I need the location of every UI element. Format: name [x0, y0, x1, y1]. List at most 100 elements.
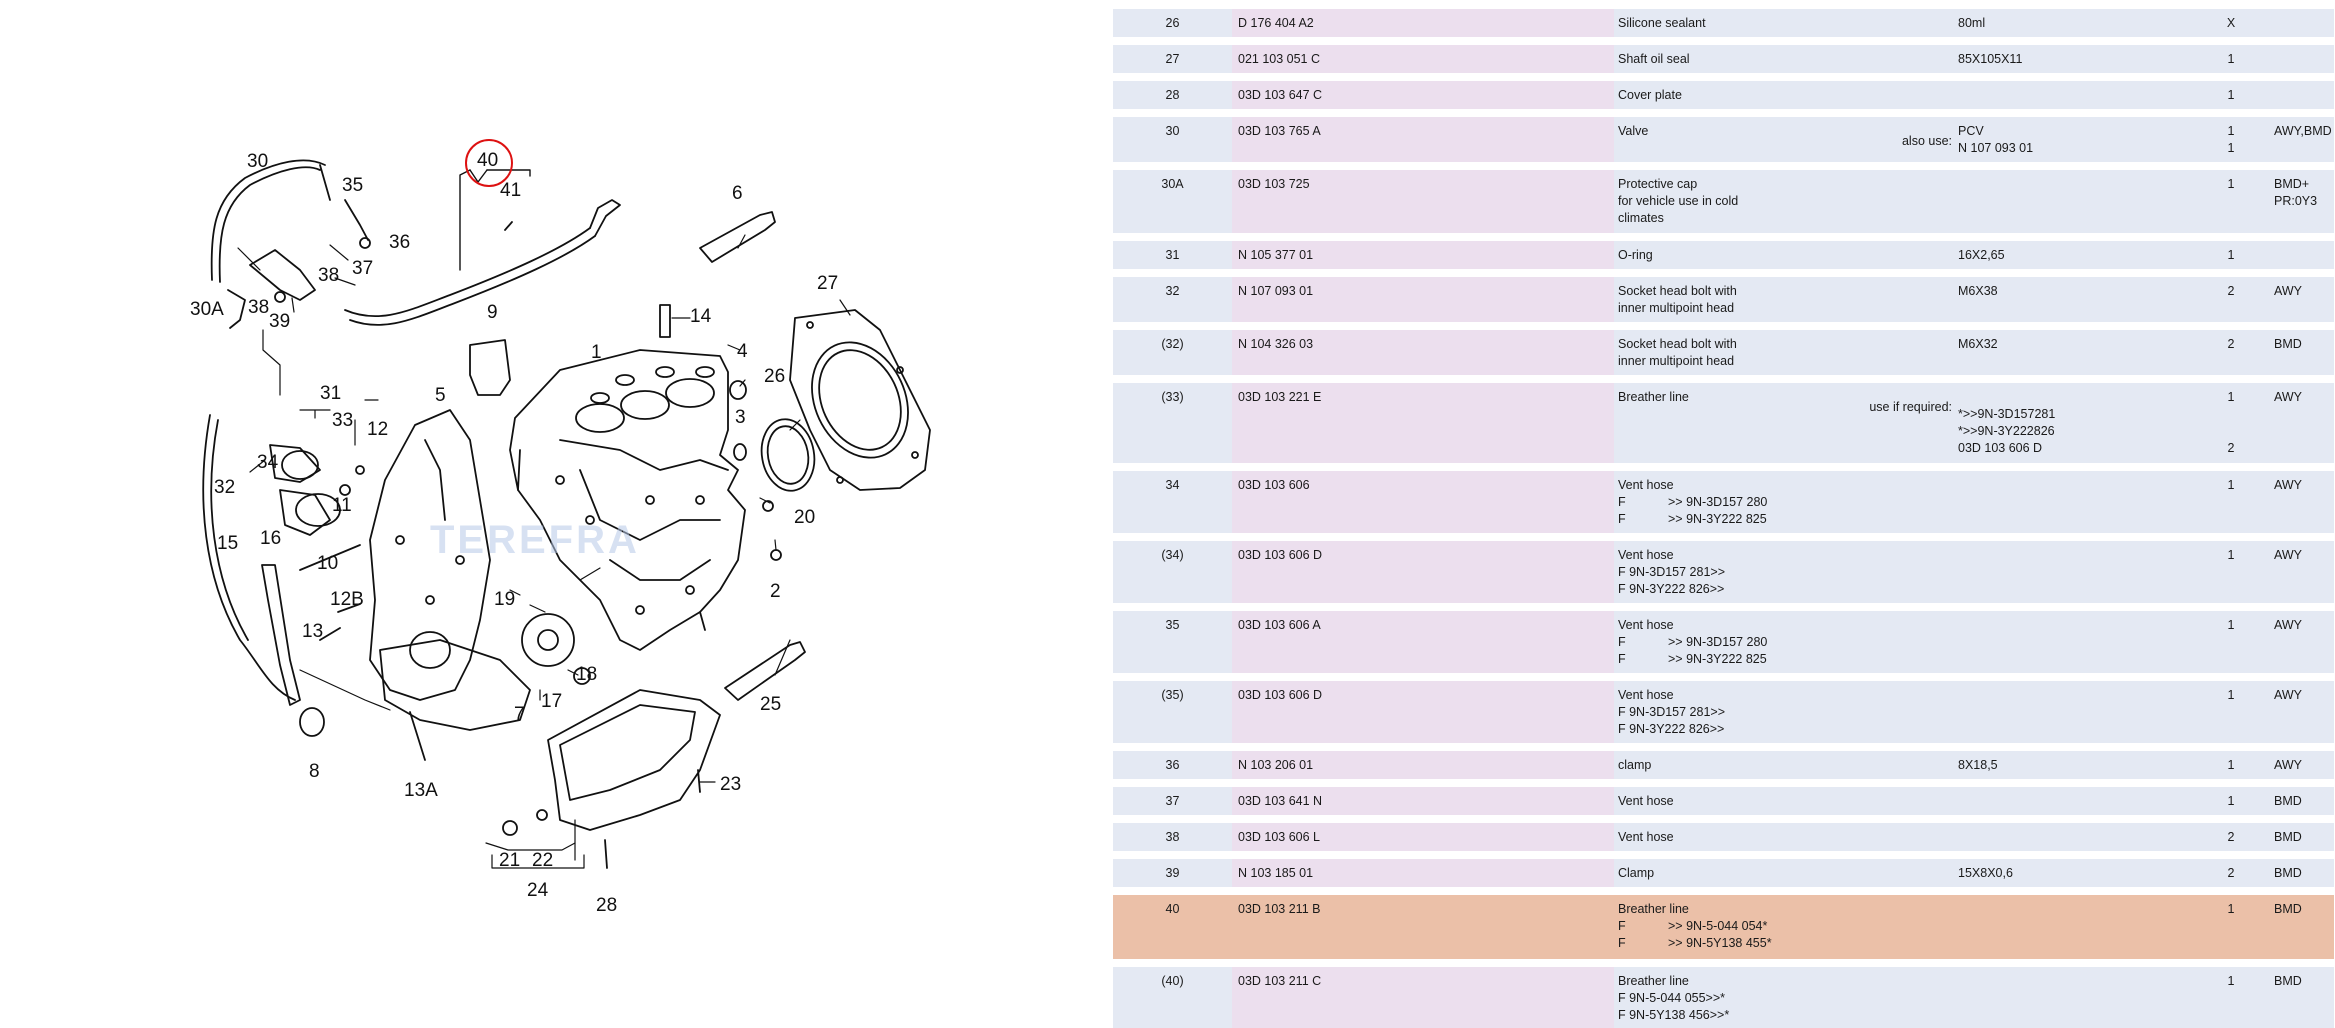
description-line: F 9N-5Y138 456>>*: [1618, 1008, 1730, 1022]
callout-38b[interactable]: 38: [248, 297, 270, 318]
part-number-cell[interactable]: 03D 103 641 N: [1232, 787, 1614, 815]
part-number-cell[interactable]: 03D 103 211 B: [1232, 895, 1614, 959]
callout-2[interactable]: 2: [770, 581, 781, 602]
callout-13a[interactable]: 13A: [404, 780, 438, 801]
callout-33[interactable]: 30: [247, 151, 269, 172]
callout-6[interactable]: 6: [732, 183, 743, 204]
callout-34[interactable]: 30A: [190, 299, 224, 320]
callout-32[interactable]: 34: [257, 452, 279, 473]
callout-10[interactable]: 10: [317, 553, 339, 574]
part-number-cell[interactable]: N 103 185 01: [1232, 859, 1614, 887]
position-number: (33): [1161, 390, 1184, 404]
callout-12[interactable]: 12: [367, 419, 389, 440]
part-number-cell[interactable]: 03D 103 606 D: [1232, 541, 1614, 603]
callout-9[interactable]: 9: [487, 302, 498, 323]
callout-38a[interactable]: 38: [318, 265, 340, 286]
part-number-cell[interactable]: 03D 103 765 A: [1232, 117, 1614, 162]
callout-7[interactable]: 7: [514, 704, 525, 725]
callout-22[interactable]: 21: [499, 850, 521, 871]
position-number: 32: [1165, 284, 1180, 298]
callout-14[interactable]: 14: [690, 306, 712, 327]
callout-27[interactable]: 26: [764, 366, 786, 387]
part-number-cell[interactable]: 03D 103 606 D: [1232, 681, 1614, 743]
part-number-cell[interactable]: 03D 103 221 E: [1232, 383, 1614, 463]
callout-26[interactable]: 25: [760, 694, 782, 715]
callout-4[interactable]: 4: [737, 341, 748, 362]
part-number-cell[interactable]: 03D 103 211 C: [1232, 967, 1614, 1028]
part-number-cell[interactable]: 03D 103 725: [1232, 170, 1614, 233]
callout-15[interactable]: 15: [217, 533, 239, 554]
callout-30a[interactable]: 32: [214, 477, 236, 498]
part-number-cell[interactable]: 021 103 051 C: [1232, 45, 1614, 73]
callout-16[interactable]: 16: [260, 528, 282, 549]
part-number-cell[interactable]: N 104 326 03: [1232, 330, 1614, 375]
model-code: BMD+: [2274, 177, 2310, 191]
part-number-cell[interactable]: 03D 103 606 L: [1232, 823, 1614, 851]
if-required-text: use if required:: [1869, 400, 1952, 414]
model-code: PR:0Y3: [2274, 194, 2318, 208]
callout-40[interactable]: 40: [477, 150, 499, 171]
position-cell: 28: [1113, 81, 1232, 109]
callout-12b[interactable]: 12B: [330, 589, 364, 610]
also-use-part-number: N 107 093 01: [1958, 141, 2034, 155]
callout-3[interactable]: 3: [735, 407, 746, 428]
callout-41[interactable]: 41: [500, 180, 522, 201]
callout-35[interactable]: 35: [342, 175, 364, 196]
part-number-cell[interactable]: N 103 206 01: [1232, 751, 1614, 779]
callout-23[interactable]: 22: [532, 850, 554, 871]
callout-11[interactable]: 11: [332, 495, 352, 516]
callout-24[interactable]: 23: [720, 774, 742, 795]
part-number-cell[interactable]: 03D 103 647 C: [1232, 81, 1614, 109]
callout-31[interactable]: 33: [332, 410, 354, 431]
part-number-cell[interactable]: N 107 093 01: [1232, 277, 1614, 322]
quantity-cell: 1: [2211, 967, 2251, 1028]
callout-28[interactable]: 27: [817, 273, 839, 294]
callout-5[interactable]: 5: [435, 385, 446, 406]
position-number: 37: [1165, 794, 1180, 808]
callout-25[interactable]: 28: [596, 895, 618, 916]
callout-21[interactable]: 24: [527, 880, 549, 901]
callout-1[interactable]: 1: [591, 342, 602, 363]
model-code: AWY: [2274, 548, 2303, 562]
bolt-24: [697, 769, 701, 793]
description-prefix: F: [1618, 652, 1626, 666]
position-cell: 31: [1113, 241, 1232, 269]
callout-18[interactable]: 18: [576, 664, 598, 685]
part-number-cell[interactable]: 03D 103 606: [1232, 471, 1614, 533]
callout-13[interactable]: 13: [302, 621, 324, 642]
callout-8[interactable]: 8: [309, 761, 320, 782]
part-number-cell[interactable]: 03D 103 606 A: [1232, 611, 1614, 673]
part-number-cell[interactable]: D 176 404 A2: [1232, 9, 1614, 37]
callout-36[interactable]: 36: [389, 232, 411, 253]
callout-37[interactable]: 37: [352, 258, 374, 279]
callout-39[interactable]: 39: [269, 311, 291, 332]
callout-20[interactable]: 20: [794, 507, 816, 528]
part-number-cell[interactable]: N 105 377 01: [1232, 241, 1614, 269]
model-cell: BMD: [2274, 859, 2335, 887]
callout-17[interactable]: 17: [541, 691, 563, 712]
callout-30[interactable]: 31: [320, 383, 342, 404]
callout-19[interactable]: 19: [494, 589, 516, 610]
